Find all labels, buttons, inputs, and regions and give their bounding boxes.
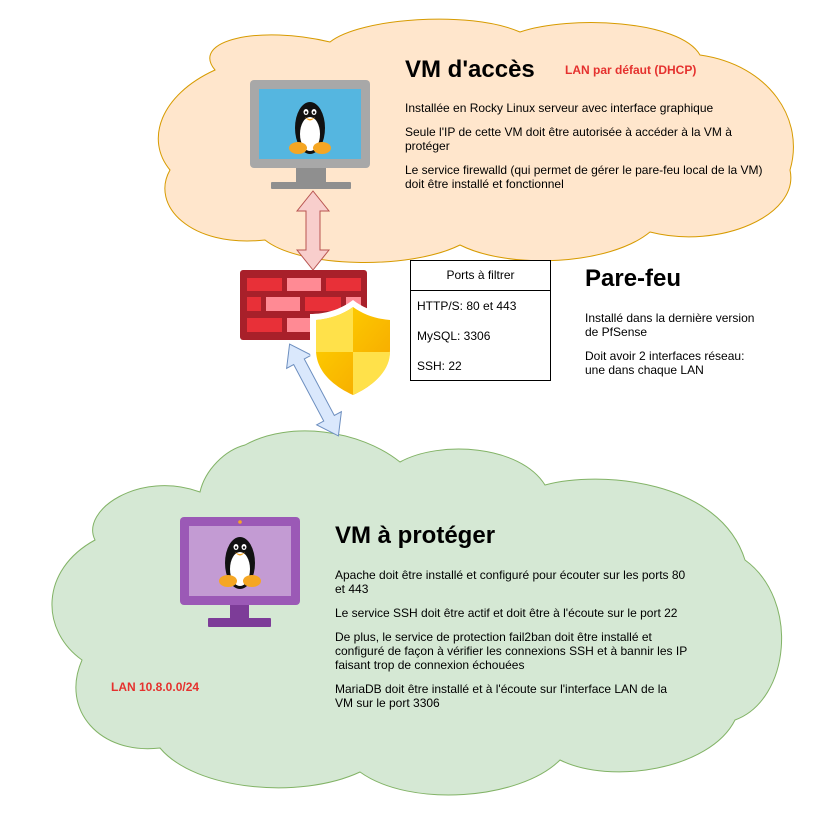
protected-vm-title: VM à protéger — [335, 522, 496, 549]
ports-table-row: MySQL: 3306 — [417, 329, 491, 343]
ports-table-row: SSH: 22 — [417, 359, 462, 373]
access-vm-description: Installée en Rocky Linux serveur avec in… — [405, 101, 765, 201]
protected-vm-paragraph: Apache doit être installé et configuré p… — [335, 568, 686, 596]
firewall-paragraph: Installé dans la dernière version de PfS… — [585, 311, 755, 339]
ports-table-row: HTTP/S: 80 et 443 — [417, 299, 517, 313]
linux-penguin-icon — [219, 537, 261, 589]
linux-penguin-icon — [289, 102, 331, 154]
access-vm-paragraph: Le service firewalld (qui permet de gére… — [405, 163, 763, 191]
protected-vm-description: Apache doit être installé et configuré p… — [335, 568, 690, 720]
access-vm-paragraph: Installée en Rocky Linux serveur avec in… — [405, 101, 714, 115]
access-vm-network-label: LAN par défaut (DHCP) — [565, 63, 697, 77]
ports-table: Ports à filtrer HTTP/S: 80 et 443 MySQL:… — [410, 260, 551, 381]
protected-vm-paragraph: Le service SSH doit être actif et doit ê… — [335, 606, 678, 620]
protected-vm-network-label: LAN 10.8.0.0/24 — [111, 680, 200, 694]
protected-vm-paragraph: De plus, le service de protection fail2b… — [335, 630, 687, 672]
access-vm-title: VM d'accès — [405, 56, 535, 83]
firewall-paragraph: Doit avoir 2 interfaces réseau: une dans… — [585, 349, 745, 377]
ports-table-header: Ports à filtrer — [411, 261, 550, 291]
firewall-description: Installé dans la dernière version de PfS… — [585, 311, 760, 387]
access-vm-paragraph: Seule l'IP de cette VM doit être autoris… — [405, 125, 732, 153]
protected-vm-paragraph: MariaDB doit être installé et à l'écoute… — [335, 682, 668, 710]
firewall-protected-arrow — [286, 343, 342, 437]
firewall-title: Pare-feu — [585, 265, 682, 292]
shield-icon — [310, 300, 396, 402]
